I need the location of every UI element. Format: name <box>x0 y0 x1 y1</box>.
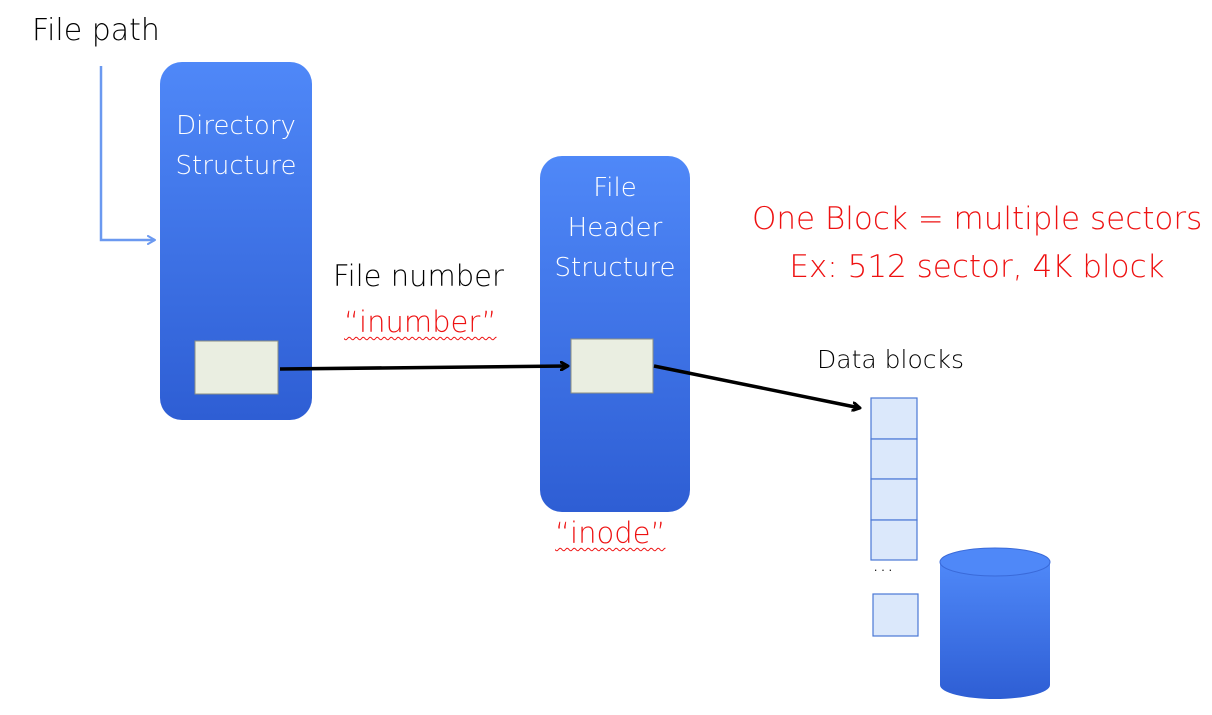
file-path-arrow <box>99 66 156 245</box>
file-header-structure-box <box>540 156 690 512</box>
directory-structure-label: Directory Structure <box>160 106 312 186</box>
header-pointer-cell <box>570 338 654 394</box>
disk-cylinder-icon <box>939 547 1051 699</box>
data-block <box>870 478 918 521</box>
data-block <box>870 397 918 440</box>
directory-label-line1: Directory <box>176 111 296 141</box>
file-path-label: File path <box>32 13 160 48</box>
directory-label-line2: Structure <box>175 151 297 181</box>
data-block <box>870 519 918 561</box>
file-header-structure-label: File Header Structure <box>540 168 690 288</box>
inumber-label: “inumber” <box>344 305 497 339</box>
data-block <box>870 438 918 480</box>
data-blocks-stack <box>870 397 919 637</box>
directory-pointer-cell <box>194 340 279 395</box>
data-block-last <box>872 593 919 637</box>
ellipsis: … <box>872 552 894 577</box>
block-note-line1: One Block = multiple sectors <box>752 201 1203 237</box>
block-note-line2: Ex: 512 sector, 4K block <box>789 249 1165 285</box>
header-label-line2: Header <box>567 213 663 243</box>
header-label-line3: Structure <box>554 253 676 283</box>
directory-structure-box <box>160 62 312 420</box>
file-number-label: File number <box>333 259 504 293</box>
block-size-note: One Block = multiple sectors Ex: 512 sec… <box>752 195 1202 291</box>
inumber-arrow <box>279 366 568 369</box>
data-block-arrow <box>653 364 860 408</box>
data-blocks-label: Data blocks <box>817 345 964 374</box>
header-label-line1: File <box>593 173 637 203</box>
inode-label: “inode” <box>555 516 666 550</box>
